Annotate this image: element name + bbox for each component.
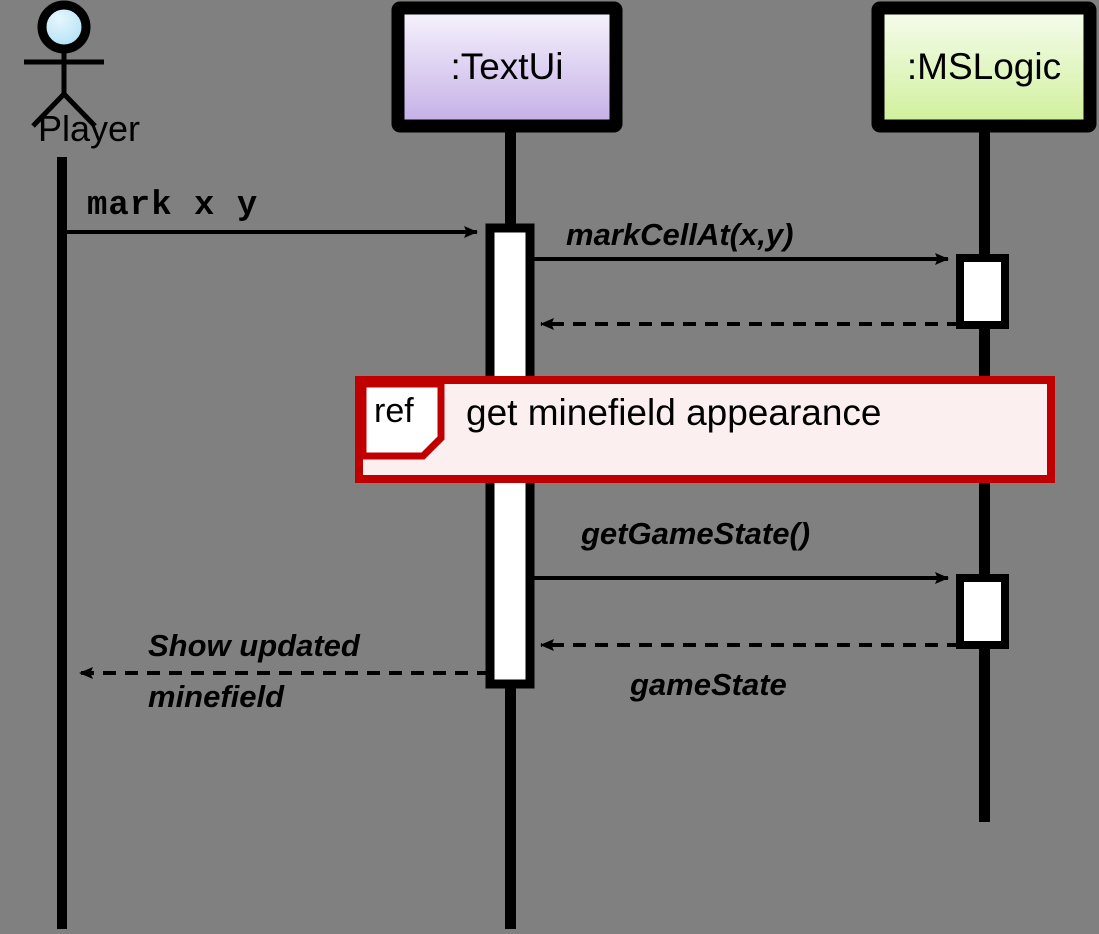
ref-fragment	[355, 376, 1055, 483]
message-arrows	[67, 226, 960, 679]
actor-player-figure	[24, 0, 104, 128]
actor-head-icon	[37, 0, 91, 54]
activation-bar-mslogic-2	[956, 574, 1009, 649]
ref-fragment-body	[355, 376, 1055, 483]
lifeline-player	[57, 157, 67, 929]
participant-box-textui	[391, 1, 623, 133]
actor-leg-left	[31, 92, 66, 128]
participant-box-mslogic	[871, 1, 1097, 133]
ref-fragment-tab	[359, 380, 445, 460]
activation-bar-mslogic-1	[956, 254, 1009, 329]
actor-leg-right	[62, 92, 97, 128]
